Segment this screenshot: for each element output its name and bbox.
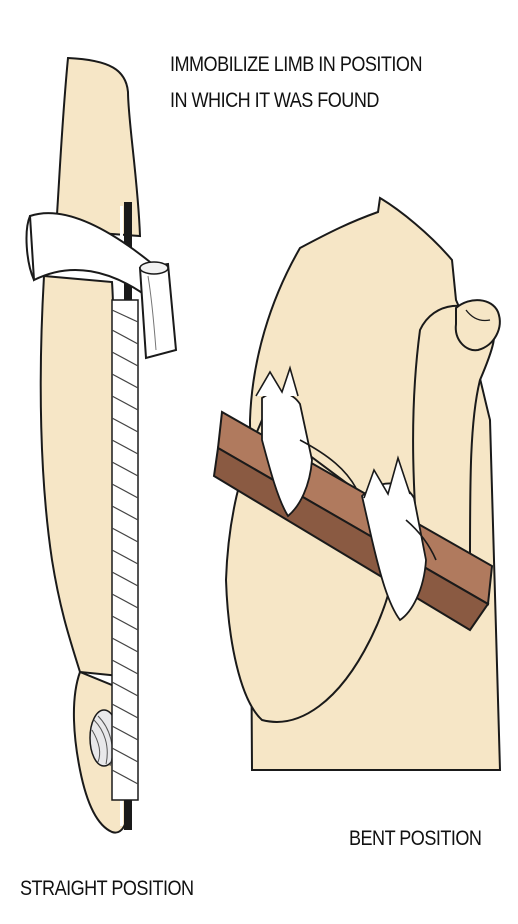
bandage-roll <box>140 262 176 358</box>
straight-forearm <box>41 276 121 676</box>
bent-arm-illustration <box>214 198 500 770</box>
straight-position-caption: STRAIGHT POSITION <box>20 876 194 902</box>
straight-arm-illustration <box>27 58 176 833</box>
spiral-bandage-wrap <box>112 300 138 800</box>
instruction-title-line-2: IN WHICH IT WAS FOUND <box>170 88 379 114</box>
bent-position-caption: BENT POSITION <box>349 826 481 852</box>
instruction-title-line-1: IMMOBILIZE LIMB IN POSITION <box>170 52 422 78</box>
